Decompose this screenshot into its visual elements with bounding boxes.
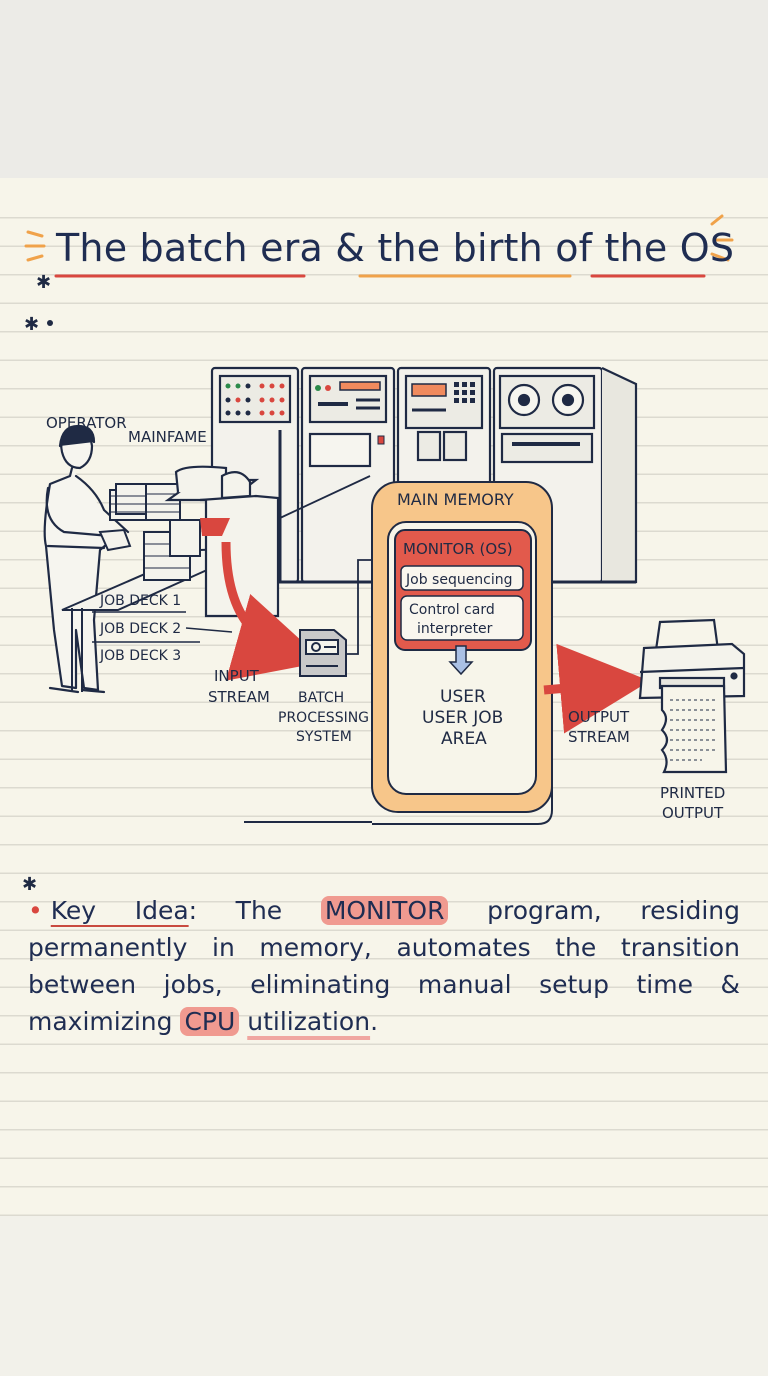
printed-output-label-2: OUTPUT: [662, 804, 724, 822]
svg-text:✱: ✱: [24, 314, 39, 335]
output-stream-arrow: [543, 643, 650, 734]
input-stream-label-1: INPUT: [214, 667, 260, 685]
key-idea-paragraph: •Key Idea: The MONITOR program, residing…: [28, 892, 740, 1040]
bullet-marks: ✱: [24, 314, 53, 335]
key-idea-sep: : The: [188, 896, 321, 925]
key-idea-bullet: •: [28, 896, 43, 925]
down-arrow: [448, 645, 474, 676]
batch-system-diagram: OPERATOR MAINFAME JOB DECK 1 JOB DECK 2 …: [43, 366, 746, 825]
mainframe-link: [279, 475, 371, 519]
page-title: The batch era & the birth of the OS: [56, 226, 735, 270]
batch-label-3: SYSTEM: [296, 729, 352, 745]
svg-text:✱: ✱: [36, 272, 51, 290]
batch-label-1: BATCH: [298, 690, 344, 706]
user-label-2: USER JOB: [422, 708, 503, 728]
key-idea-end: .: [370, 1007, 379, 1036]
title-decoration: ✱: [24, 214, 734, 290]
key-idea-asterisk: ✱: [22, 874, 37, 895]
input-stream-label-2: STREAM: [208, 688, 270, 706]
operator-desk: [61, 483, 257, 692]
control-card-label-2: interpreter: [417, 621, 493, 637]
monitor-label: MONITOR (OS): [403, 540, 513, 558]
monitor-highlight: MONITOR: [320, 896, 449, 925]
control-card-box: [400, 595, 524, 641]
user-label-1: USER: [440, 687, 486, 707]
operator-figure: [43, 424, 130, 694]
mainframe-label: MAINFAME: [128, 428, 207, 446]
output-stream-label-2: STREAM: [568, 728, 630, 746]
output-stream-label-1: OUTPUT: [568, 708, 630, 726]
input-stream-arrow: [221, 541, 325, 681]
printed-output-label-1: PRINTED: [660, 784, 725, 802]
control-card-label-1: Control card: [409, 602, 495, 618]
job-deck-pointers: [92, 611, 233, 643]
job-sequencing-box: [400, 565, 524, 591]
batch-processing-icon: [299, 629, 347, 677]
utilization-word: utilization: [247, 1007, 371, 1036]
job-deck-3-label: JOB DECK 3: [99, 648, 181, 664]
top-band: [0, 0, 768, 178]
job-deck-1-label: JOB DECK 1: [99, 593, 181, 609]
printer: [638, 618, 746, 774]
batch-label-2: PROCESSING: [278, 710, 369, 726]
svg-text:✱: ✱: [22, 874, 37, 895]
main-memory-label: MAIN MEMORY: [397, 490, 514, 509]
bottom-band: [0, 1216, 768, 1376]
card-reader: [164, 465, 280, 618]
key-idea-label: Key Idea: [50, 896, 189, 925]
job-sequencing-label: Job sequencing: [405, 572, 513, 588]
key-idea-text: program, residing permanently in memory,…: [28, 896, 740, 1036]
cpu-highlight: CPU: [180, 1007, 240, 1036]
user-label-3: AREA: [441, 729, 487, 749]
operator-label: OPERATOR: [46, 414, 127, 432]
job-deck-2-label: JOB DECK 2: [99, 621, 181, 637]
